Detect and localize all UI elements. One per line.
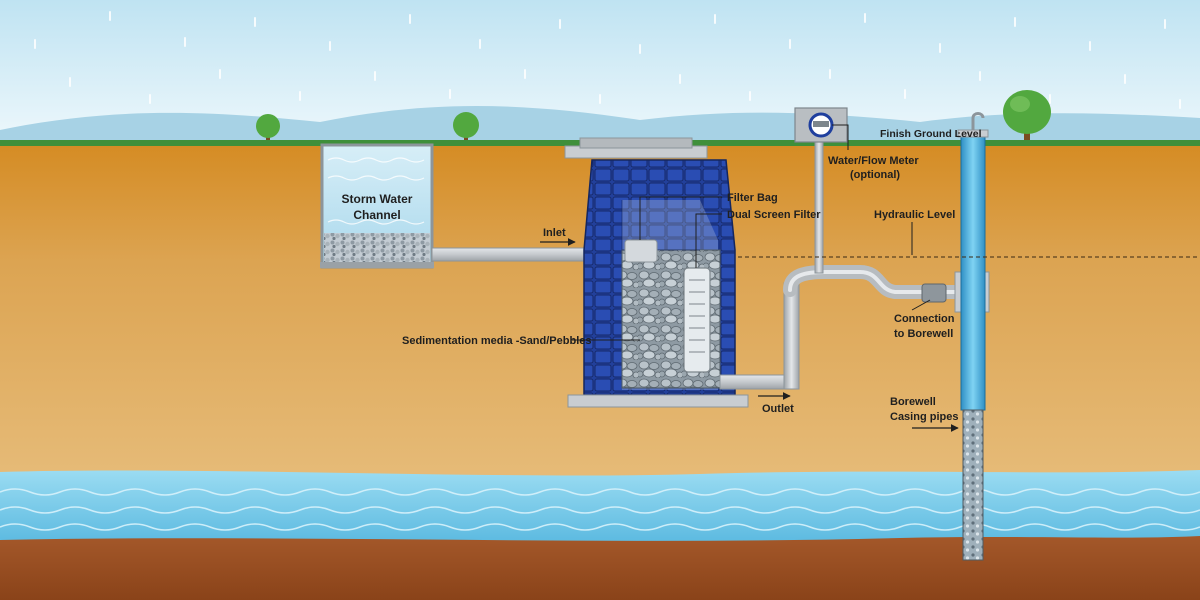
connection-pipe-highlight xyxy=(788,270,970,294)
tree-left xyxy=(256,114,280,142)
aquifer-water xyxy=(0,470,1200,545)
water-flow-meter-label: Water/Flow Meter xyxy=(828,155,919,167)
optional-label: (optional) xyxy=(850,169,900,181)
sedimentation-media-label: Sedimentation media -Sand/Pebbles xyxy=(402,335,592,347)
filter-bag xyxy=(624,239,658,263)
aquifer-waves xyxy=(0,488,1200,531)
inlet-pipe xyxy=(431,247,591,262)
finish-ground-level-label: Finish Ground Level xyxy=(880,128,982,140)
hills xyxy=(0,106,1200,145)
outlet-pipe xyxy=(719,374,793,390)
bedrock-layer xyxy=(0,536,1200,600)
dual-screen-filter-label: Dual Screen Filter xyxy=(727,209,821,221)
rain-drops xyxy=(34,11,1181,109)
filter-unit xyxy=(564,137,749,408)
borewell xyxy=(957,112,989,561)
dual-screen-filter-leader xyxy=(695,213,722,268)
inlet-label: Inlet xyxy=(543,227,566,239)
connection-to-borewell-label-line1: Connection xyxy=(894,313,955,325)
dual-screen-filter xyxy=(683,267,711,373)
storm-water-channel-label-line2: Channel xyxy=(353,208,400,222)
storm-water-channel xyxy=(320,143,434,269)
tree-right xyxy=(1003,90,1051,142)
flow-meter-leader xyxy=(832,124,849,150)
filter-bag-label: Filter Bag xyxy=(727,192,778,204)
outlet-riser-pipe xyxy=(783,282,800,390)
filter-bag-leader xyxy=(639,196,722,240)
borewell-casing-pipes-label-line1: Borewell xyxy=(890,396,936,408)
connection-to-borewell-label-line2: to Borewell xyxy=(894,328,953,340)
borewell-casing-pipes-label-line2: Casing pipes xyxy=(890,411,958,423)
hydraulic-level-label: Hydraulic Level xyxy=(874,209,955,221)
tree-middle xyxy=(453,112,479,142)
connection-to-borewell-leader xyxy=(911,299,931,311)
storm-water-channel-label-line1: Storm Water xyxy=(342,192,413,206)
outlet-label: Outlet xyxy=(762,403,794,415)
flow-meter-pipe xyxy=(814,137,824,274)
valve xyxy=(921,283,947,303)
